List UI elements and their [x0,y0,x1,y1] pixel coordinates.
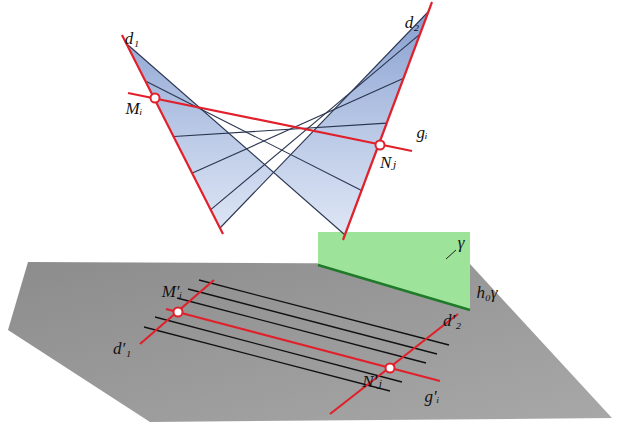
plane-gamma [318,232,470,310]
projection-plane [8,262,612,422]
red-lines [122,2,432,240]
rulings [128,12,428,235]
label: gᵢ [416,124,427,141]
label: N′ⱼ [362,373,382,390]
trace-line [318,265,470,310]
label: Mᵢ [126,100,143,117]
label: M′ᵢ [162,283,183,300]
label: d′₁ [113,340,131,357]
point [386,364,395,373]
point [151,94,160,103]
label: h₀γ [476,284,497,301]
point [376,141,385,150]
ruling-projections [144,280,449,391]
point [174,308,183,317]
red-projections [140,280,458,414]
label: Nⱼ [380,154,396,171]
label: γ [458,234,465,251]
label: g′ᵢ [425,388,440,405]
label: d₂ [405,14,419,31]
label: d₁ [125,30,139,47]
label: d′₂ [443,312,461,329]
hyperbolic-paraboloid [128,12,428,235]
leader-line [446,250,456,259]
